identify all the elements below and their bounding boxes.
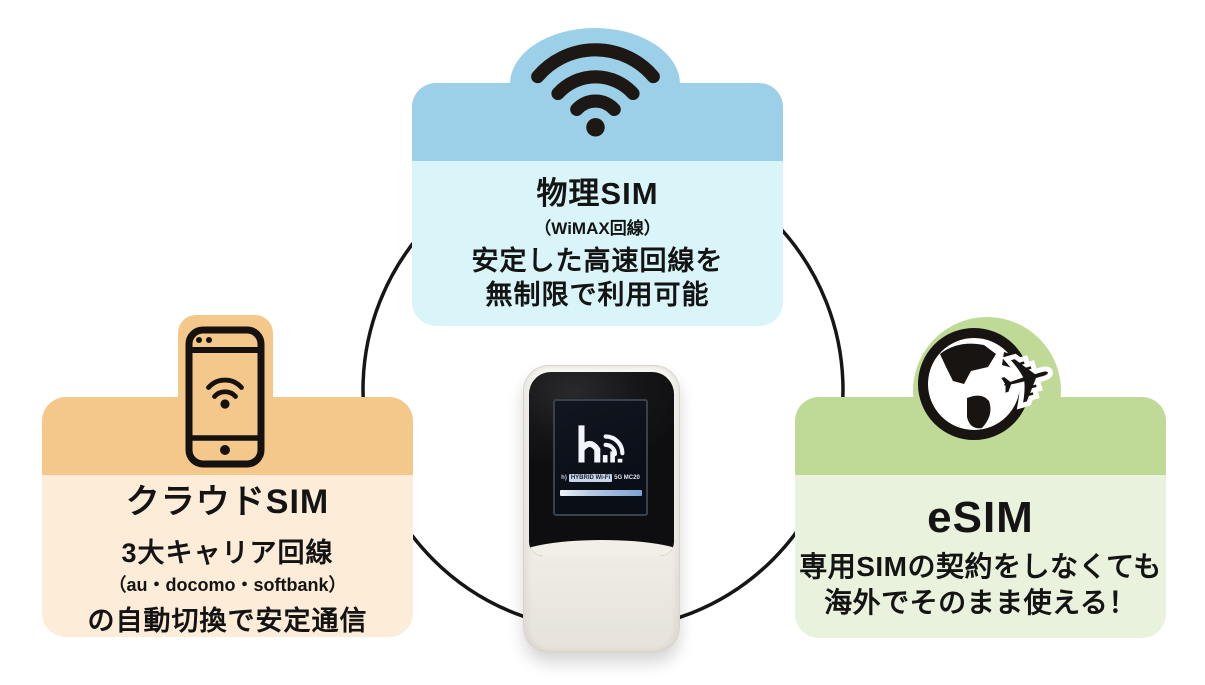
router-brand-logo-icon	[577, 425, 624, 463]
router-screen-label: h) HYBRID Wi-Fi 5G MC20	[561, 474, 640, 482]
cloud-sim-card: クラウドSIM 3大キャリア回線 （au・docomo・softbank） の自…	[42, 475, 413, 637]
router-progress-bar	[559, 490, 642, 496]
cloud-sim-desc-line2: の自動切換で安定通信	[87, 606, 368, 636]
physical-sim-card: 物理SIM （WiMAX回線） 安定した高速回線を 無制限で利用可能	[412, 161, 783, 326]
router-body-curve	[529, 540, 674, 556]
esim-desc-line2: 海外でそのまま使える！	[824, 586, 1137, 618]
physical-sim-desc-line1: 安定した高速回線を	[471, 245, 724, 276]
esim-title: eSIM	[927, 492, 1034, 542]
cloud-sim-carriers: （au・docomo・softbank）	[108, 575, 347, 595]
cloud-sim-title: クラウドSIM	[125, 483, 330, 521]
router-badge: HYBRID Wi-Fi	[568, 474, 613, 482]
physical-sim-desc-line2: 無制限で利用可能	[485, 280, 710, 311]
esim-desc-line1: 専用SIMの契約をしなくても	[799, 550, 1162, 582]
router-model: 5G MC20	[614, 475, 640, 481]
physical-sim-subtitle: （WiMAX回線）	[534, 218, 661, 238]
globe-airplane-icon: ✈	[918, 328, 1067, 440]
smartphone-wifi-icon	[185, 326, 265, 468]
router-mini-logo-icon: h)	[561, 475, 567, 481]
router-lcd: h) HYBRID Wi-Fi 5G MC20	[553, 399, 648, 516]
physical-sim-title: 物理SIM	[536, 176, 659, 212]
wifi-icon	[531, 43, 660, 137]
mobile-wifi-router-image: h) HYBRID Wi-Fi 5G MC20	[523, 365, 680, 653]
router-screen-panel: h) HYBRID Wi-Fi 5G MC20	[529, 372, 674, 556]
esim-card: eSIM 専用SIMの契約をしなくても 海外でそのまま使える！	[795, 475, 1166, 638]
cloud-sim-desc-line1: 3大キャリア回線	[121, 538, 334, 568]
